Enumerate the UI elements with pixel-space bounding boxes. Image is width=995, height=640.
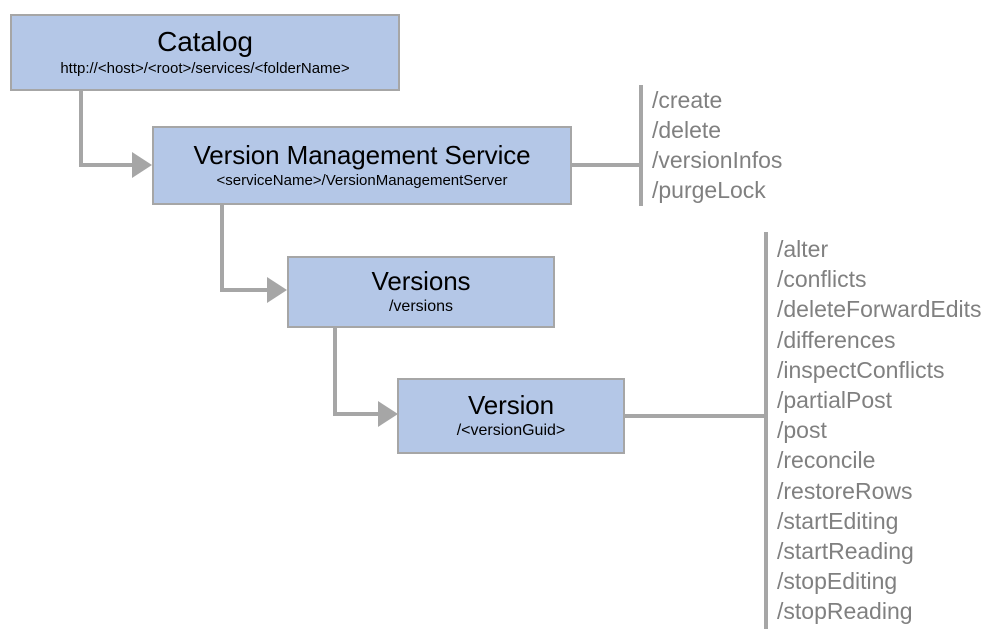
node-versions-subtitle: /versions bbox=[388, 297, 454, 315]
endpoint-item: /conflicts bbox=[777, 266, 867, 293]
node-version[interactable]: Version /<versionGuid> bbox=[397, 378, 625, 454]
connector-catalog-to-vms-arrowhead bbox=[132, 152, 152, 178]
endpoint-list-version-management-service: /create/delete/versionInfos/purgeLock bbox=[652, 85, 782, 205]
node-catalog-title: Catalog bbox=[157, 25, 253, 57]
connector-versions-to-version-arrowhead bbox=[378, 401, 398, 427]
node-versions[interactable]: Versions /versions bbox=[287, 256, 555, 328]
endpoint-item: /alter bbox=[777, 236, 829, 262]
connector-versions-to-version-horizontal bbox=[333, 412, 380, 416]
node-version-management-service-subtitle: <serviceName>/VersionManagementServer bbox=[216, 172, 508, 190]
endpoint-item: /post bbox=[777, 417, 827, 444]
node-version-title: Version bbox=[467, 390, 555, 421]
node-version-subtitle: /<versionGuid> bbox=[456, 421, 566, 439]
endpoint-item: /differences bbox=[777, 326, 896, 353]
endpoint-item: /reconcile bbox=[777, 447, 876, 474]
endpoint-item: /restoreRows bbox=[777, 477, 913, 504]
endpoint-item: /purgeLock bbox=[652, 177, 766, 203]
node-catalog[interactable]: Catalog http://<host>/<root>/services/<f… bbox=[10, 14, 400, 91]
connector-catalog-to-vms-horizontal bbox=[79, 163, 134, 167]
endpoint-item: /delete bbox=[652, 117, 722, 143]
endpoint-list-version: /alter/conflicts/deleteForwardEdits/diff… bbox=[777, 234, 982, 627]
endpoint-item: /inspectConflicts bbox=[777, 356, 945, 383]
endpoint-item: /stopEditing bbox=[777, 568, 898, 595]
bracket-version-operations bbox=[764, 232, 768, 629]
endpoint-item: /startReading bbox=[777, 538, 914, 565]
node-version-management-service[interactable]: Version Management Service <serviceName>… bbox=[152, 126, 572, 205]
bracket-vms-operations bbox=[639, 85, 643, 206]
endpoint-item: /create bbox=[652, 87, 723, 113]
connector-vms-to-versions-vertical bbox=[220, 205, 224, 292]
endpoint-item: /partialPost bbox=[777, 387, 893, 414]
endpoint-item: /stopReading bbox=[777, 598, 913, 625]
connector-version-to-operations-line bbox=[625, 414, 767, 418]
connector-catalog-to-vms-vertical bbox=[79, 91, 83, 163]
connector-vms-to-versions-arrowhead bbox=[267, 277, 287, 303]
connector-vms-to-operations-line bbox=[572, 163, 642, 167]
endpoint-item: /startEditing bbox=[777, 507, 899, 534]
node-catalog-subtitle: http://<host>/<root>/services/<folderNam… bbox=[60, 60, 350, 78]
connector-versions-to-version-vertical bbox=[333, 328, 337, 416]
endpoint-item: /deleteForwardEdits bbox=[777, 296, 982, 323]
node-versions-title: Versions bbox=[371, 266, 471, 297]
endpoint-item: /versionInfos bbox=[652, 147, 783, 173]
node-version-management-service-title: Version Management Service bbox=[193, 139, 531, 170]
connector-vms-to-versions-horizontal bbox=[220, 288, 269, 292]
